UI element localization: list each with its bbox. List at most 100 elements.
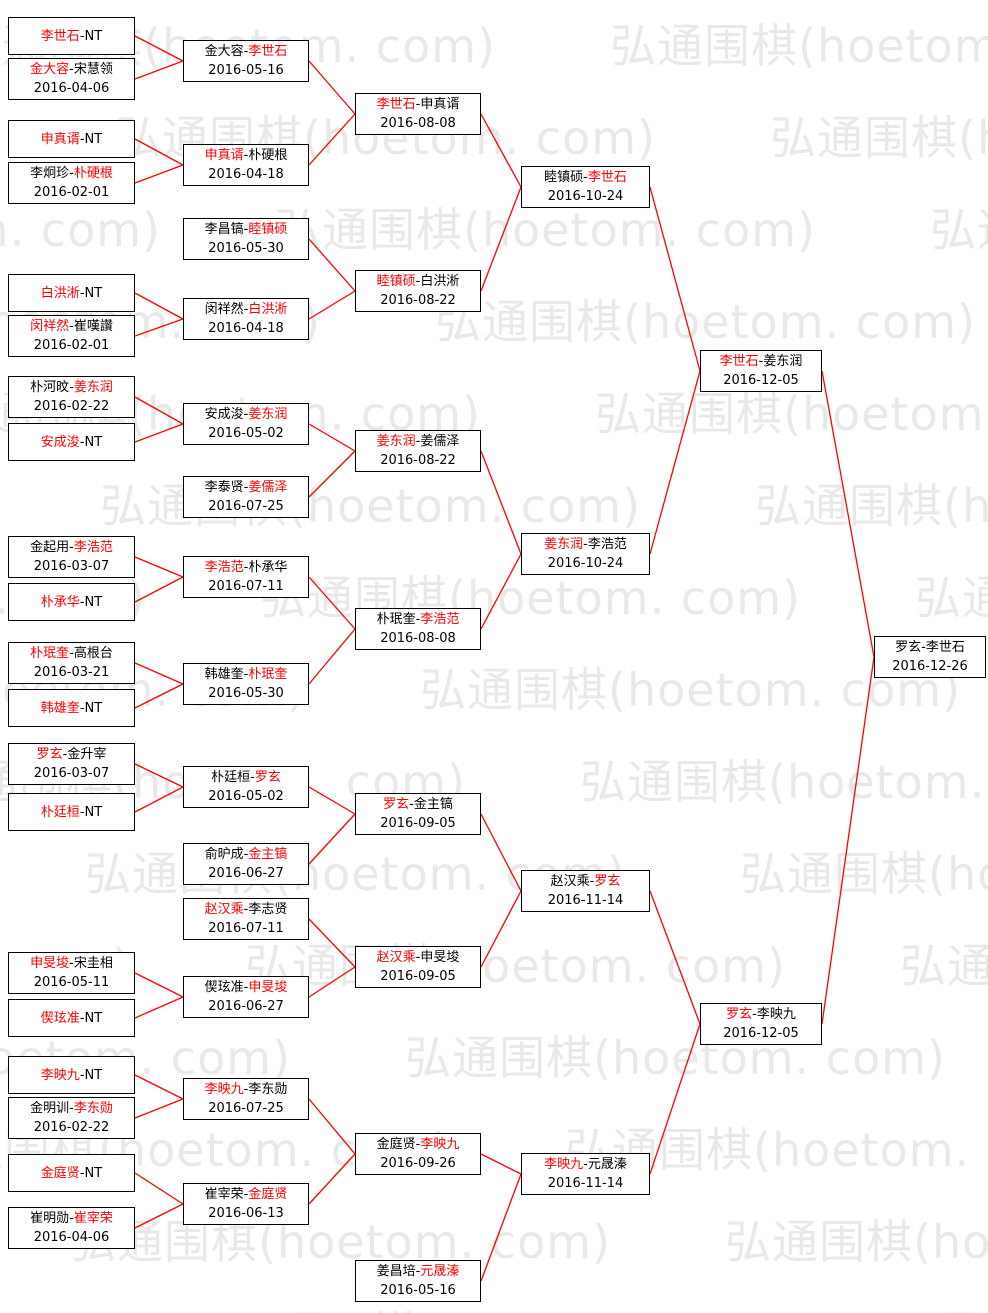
match-date: 2016-03-21 [33, 665, 110, 680]
player-name: 姜东润 [73, 380, 113, 395]
match-date: 2016-12-05 [723, 1026, 799, 1041]
bye-label: NT [84, 1067, 103, 1083]
match-players: 罗玄-李映九 [726, 1007, 796, 1022]
bracket-connector [308, 813, 356, 865]
match-players: 朴河旼-姜东润 [30, 380, 113, 395]
match-box: 朴承华-NT [8, 583, 135, 621]
bracket-connector [308, 238, 356, 292]
player-name: 赵汉乘 [204, 902, 244, 917]
player-name: 金大容 [30, 62, 70, 77]
match-players: 李映九-元晟溱 [544, 1157, 627, 1172]
player-name: 朴承华 [248, 560, 288, 575]
bracket-connector [480, 553, 522, 630]
bracket-connector [134, 164, 184, 184]
player-name: 李世石 [587, 170, 627, 185]
match-date: 2016-06-27 [208, 866, 284, 881]
watermark-text: 弘通围棋(hoetom. com) [915, 571, 988, 625]
player-name: 姜儒泽 [420, 434, 460, 449]
match-players: 金大容-李世石 [204, 44, 288, 59]
match-players: 申真谞-NT [40, 131, 103, 147]
player-name: 罗玄 [895, 640, 922, 655]
match-box: 朴廷桓-NT [8, 793, 135, 831]
player-name: 睦镇硕 [248, 222, 288, 237]
player-name: 韩雄奎 [204, 667, 244, 682]
match-date: 2016-05-02 [208, 789, 284, 804]
player-name: 李浩范 [73, 540, 113, 555]
match-date: 2016-10-24 [547, 556, 624, 571]
bye-label: NT [84, 285, 103, 301]
bracket-connector [308, 450, 356, 498]
watermark-text: 弘通围棋(hoetom. com) [930, 203, 988, 257]
player-name: 李映九 [420, 1137, 460, 1152]
player-name: 宋慧领 [73, 62, 113, 77]
player-name: 朴硬根 [73, 166, 113, 181]
player-name: 元晟溱 [587, 1157, 627, 1172]
match-players: 李世石-姜东润 [719, 354, 803, 369]
match-box: 李映九-NT [8, 1056, 135, 1094]
player-name: 金庭贤 [40, 1165, 80, 1181]
watermark-text: 弘通围棋(hoetom. com) [260, 571, 801, 625]
match-box: 李世石-NT [8, 17, 135, 55]
match-players: 韩雄奎-NT [40, 700, 103, 716]
match-players: 金明训-李东勋 [30, 1101, 113, 1116]
match-players: 白洪淅-NT [40, 285, 103, 301]
player-name: 偰玹准 [204, 980, 244, 995]
bye-label: NT [84, 594, 103, 610]
match-date: 2016-06-13 [208, 1206, 284, 1221]
match-date: 2016-04-18 [208, 321, 284, 336]
player-name: 申旻埈 [420, 950, 460, 965]
player-name: 闵祥然 [30, 319, 70, 334]
bracket-connector [480, 450, 522, 555]
match-players: 安成浚-NT [40, 434, 103, 450]
player-name: 罗玄 [36, 747, 63, 762]
match-players: 朴珉奎-高根台 [30, 646, 113, 661]
bracket-connector [134, 576, 184, 603]
player-name: 李世石 [925, 640, 965, 655]
match-players: 李映九-NT [40, 1067, 103, 1083]
bracket-connector [308, 113, 356, 166]
bye-label: NT [84, 28, 103, 44]
player-name: 李东勋 [73, 1101, 113, 1116]
bracket-connector [134, 683, 184, 709]
bye-label: NT [84, 700, 103, 716]
match-players: 赵汉乘-申旻埈 [376, 950, 460, 965]
match-date: 2016-03-07 [33, 766, 110, 781]
bracket-connector [134, 396, 184, 425]
match-date: 2016-06-27 [208, 999, 284, 1014]
match-date: 2016-02-01 [33, 338, 110, 353]
match-date: 2016-03-07 [33, 559, 110, 574]
bracket-connector [649, 370, 701, 555]
watermark-text: 弘通围棋(hoetom. com) [770, 111, 988, 165]
player-name: 朴廷桓 [211, 770, 251, 785]
player-name: 朴珉奎 [376, 612, 416, 627]
player-name: 金起用 [30, 540, 70, 555]
bracket-connector [134, 1172, 184, 1205]
player-name: 李炯珍 [30, 166, 70, 181]
watermark-text: 弘通围棋(hoetom. com) [580, 755, 988, 809]
match-players: 俞昈成-金主镐 [204, 847, 288, 862]
match-players: 睦镇硕-白洪淅 [376, 274, 460, 289]
watermark-text: 弘通围棋(hoetom. com) [70, 1215, 611, 1269]
match-players: 安成浚-姜东润 [204, 407, 288, 422]
match-players: 偰玹准-申旻埈 [204, 980, 288, 995]
watermark-text: 弘通围棋(hoetom. com) [725, 1215, 988, 1269]
match-players: 姜东润-李浩范 [544, 537, 627, 552]
bracket-connector [308, 628, 356, 685]
player-name: 罗玄 [726, 1007, 753, 1022]
bracket-connector [134, 35, 184, 62]
bye-label: NT [84, 434, 103, 450]
player-name: 李泰贤 [204, 480, 244, 495]
bracket-connector [134, 662, 184, 685]
match-date: 2016-12-26 [892, 659, 968, 674]
player-name: 姜东润 [248, 407, 288, 422]
